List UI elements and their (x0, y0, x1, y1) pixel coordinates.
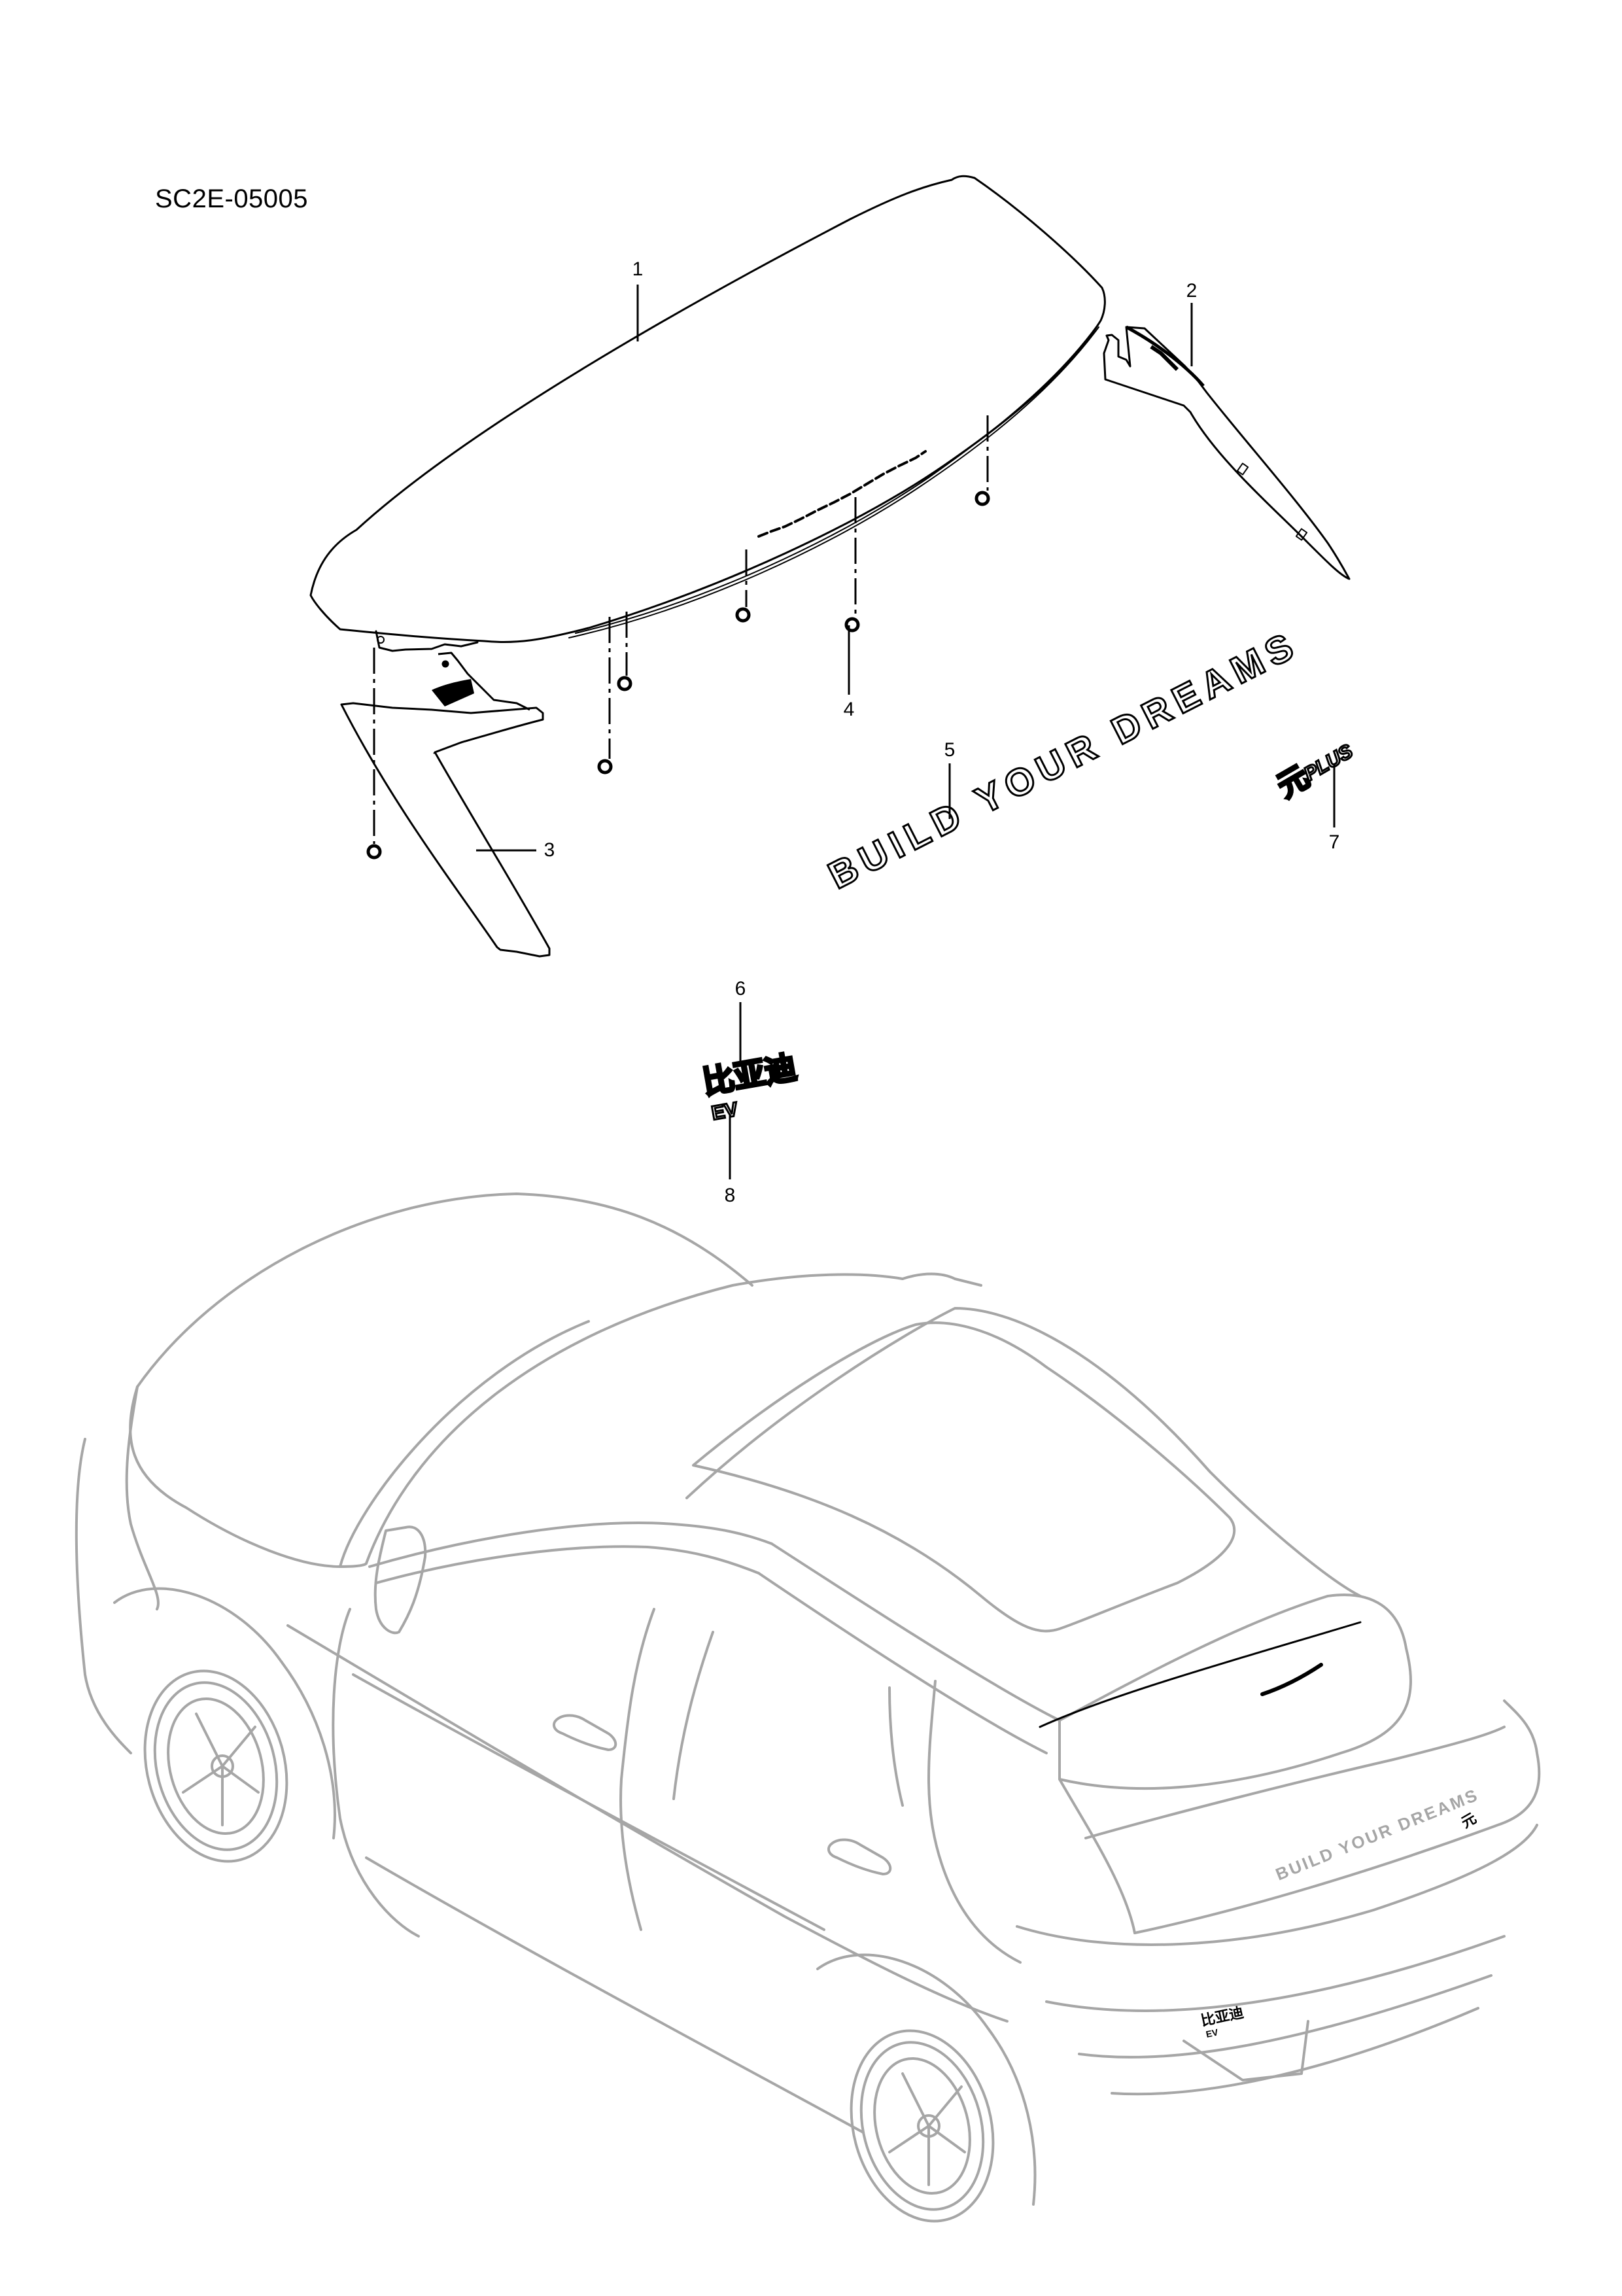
svg-text:EV: EV (1205, 2026, 1219, 2040)
callout-5: 5 (944, 739, 956, 761)
spoiler-side-trim-left (340, 652, 551, 958)
svg-text:元: 元 (1458, 1810, 1479, 1832)
callout-8: 8 (724, 1185, 736, 1206)
callout-6: 6 (734, 978, 746, 1000)
vehicle-reference-outline: BUILD YOUR DREAMS 元 比亚迪 EV (75, 1192, 1541, 2223)
callout-3: 3 (544, 839, 555, 861)
emblem-byd-chinese: 比亚迪 (699, 1049, 801, 1102)
spoiler-side-trim-right (1103, 325, 1351, 580)
callout-2: 2 (1186, 280, 1198, 302)
svg-text:BUILD YOUR DREAMS: BUILD YOUR DREAMS (1273, 1784, 1481, 1884)
emblem-ev: EV (709, 1098, 740, 1125)
svg-text:BUILD YOUR DREAMS: BUILD YOUR DREAMS (821, 623, 1305, 897)
callout-4: 4 (843, 699, 855, 720)
rear-spoiler (309, 175, 1106, 652)
emblem-build-your-dreams: BUILD YOUR DREAMS (821, 621, 1307, 898)
callout-1: 1 (632, 258, 644, 280)
emblem-model-plus: 元 PLUS (1270, 740, 1357, 805)
svg-text:PLUS: PLUS (1300, 740, 1356, 786)
leader-lines (476, 285, 1336, 1179)
svg-text:EV: EV (710, 1098, 739, 1124)
document-code: SC2E-05005 (155, 184, 309, 213)
fastener-nut-icon (366, 491, 990, 860)
callout-7: 7 (1328, 831, 1340, 853)
svg-text:比亚迪: 比亚迪 (700, 1051, 799, 1101)
fastener-nuts (366, 415, 990, 860)
